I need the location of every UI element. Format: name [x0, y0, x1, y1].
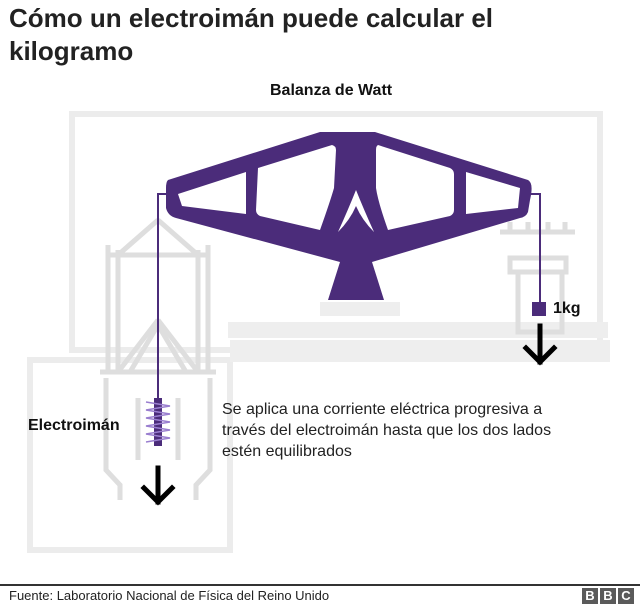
watt-balance-diagram	[27, 111, 610, 553]
bbc-logo: B B C	[582, 588, 634, 604]
suspension-wires	[157, 193, 541, 400]
electromagnet-core	[154, 398, 162, 446]
balance-beam	[166, 132, 532, 300]
electromagnet-coil	[145, 401, 171, 443]
page-title: Cómo un electroimán puede calcular el ki…	[9, 3, 494, 66]
balance-heading: Balanza de Watt	[270, 82, 393, 99]
left-housing	[100, 218, 216, 500]
bbc-logo-letter: C	[618, 588, 634, 604]
mass-label: 1kg	[553, 300, 581, 317]
down-arrow-left	[140, 465, 176, 506]
footer-divider	[0, 584, 640, 586]
mass-block	[532, 302, 546, 316]
bbc-logo-letter: B	[600, 588, 616, 604]
description-text: Se aplica una corriente eléctrica progre…	[222, 401, 552, 460]
electromagnet-label: Electroimán	[28, 417, 120, 434]
down-arrow-right	[522, 323, 558, 366]
bbc-logo-letter: B	[582, 588, 598, 604]
source-text: Fuente: Laboratorio Nacional de Física d…	[9, 588, 330, 603]
base-platform	[228, 302, 610, 362]
